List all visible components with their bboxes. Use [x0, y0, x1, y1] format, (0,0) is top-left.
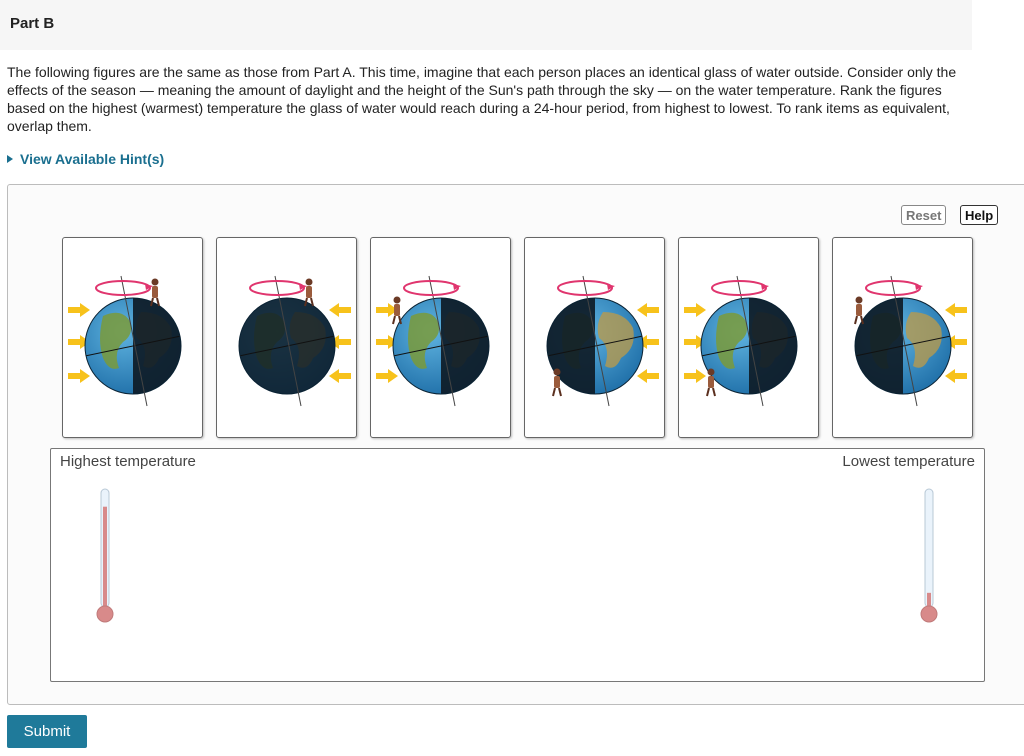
sun-arrow-icon	[945, 369, 967, 383]
figure-card-5[interactable]	[678, 237, 819, 438]
view-hints-link[interactable]: View Available Hint(s)	[7, 151, 164, 167]
reset-button[interactable]: Reset	[901, 205, 947, 225]
sun-arrow-icon	[637, 303, 659, 317]
view-hints-label: View Available Hint(s)	[20, 151, 165, 167]
part-title: Part B	[10, 15, 55, 32]
sun-arrow-icon	[68, 369, 90, 383]
earth-axis-line	[736, 275, 764, 407]
person-icon	[304, 278, 314, 307]
earth-axis-line	[428, 275, 456, 407]
thermometer-high-icon	[96, 488, 114, 623]
sun-arrow-icon	[637, 369, 659, 383]
sun-arrow-icon	[68, 335, 90, 349]
sun-arrow-icon	[376, 335, 398, 349]
question-prompt: The following figures are the same as th…	[7, 64, 957, 134]
highest-temperature-label: Highest temperature	[60, 453, 196, 470]
rotation-ring-icon	[557, 280, 613, 296]
figure-card-3[interactable]	[370, 237, 511, 438]
person-icon	[150, 278, 160, 307]
rotation-ring-icon	[95, 280, 151, 296]
part-header: Part B	[0, 0, 972, 50]
earth-axis-line	[120, 275, 148, 407]
triangle-right-icon	[7, 155, 13, 163]
sun-arrow-icon	[684, 369, 706, 383]
thermometer-low-icon	[920, 488, 938, 623]
figure-card-1[interactable]	[62, 237, 203, 438]
sun-arrow-icon	[684, 335, 706, 349]
person-icon	[392, 296, 402, 325]
sun-arrow-icon	[376, 369, 398, 383]
sun-arrow-icon	[68, 303, 90, 317]
earth-globe-icon	[547, 298, 643, 394]
earth-axis-line	[582, 275, 610, 407]
sun-arrow-icon	[684, 303, 706, 317]
sun-arrow-icon	[376, 303, 398, 317]
earth-globe-icon	[239, 298, 335, 394]
help-button[interactable]: Help	[960, 205, 999, 225]
earth-axis-line	[890, 275, 918, 407]
ranking-drop-zone[interactable]: Highest temperature Lowest temperature	[50, 448, 985, 682]
rotation-ring-icon	[249, 280, 305, 296]
submit-button[interactable]: Submit	[7, 715, 87, 748]
lowest-temperature-label: Lowest temperature	[842, 453, 975, 470]
rotation-ring-icon	[865, 280, 921, 296]
rotation-ring-icon	[403, 280, 459, 296]
sun-arrow-icon	[329, 303, 351, 317]
person-icon	[706, 368, 716, 397]
rotation-ring-icon	[711, 280, 767, 296]
person-icon	[854, 296, 864, 325]
figure-card-6[interactable]	[832, 237, 973, 438]
figure-card-4[interactable]	[524, 237, 665, 438]
figure-card-2[interactable]	[216, 237, 357, 438]
earth-axis-line	[274, 275, 302, 407]
sun-arrow-icon	[329, 369, 351, 383]
earth-globe-icon	[393, 298, 489, 394]
person-icon	[552, 368, 562, 397]
sun-arrow-icon	[945, 303, 967, 317]
